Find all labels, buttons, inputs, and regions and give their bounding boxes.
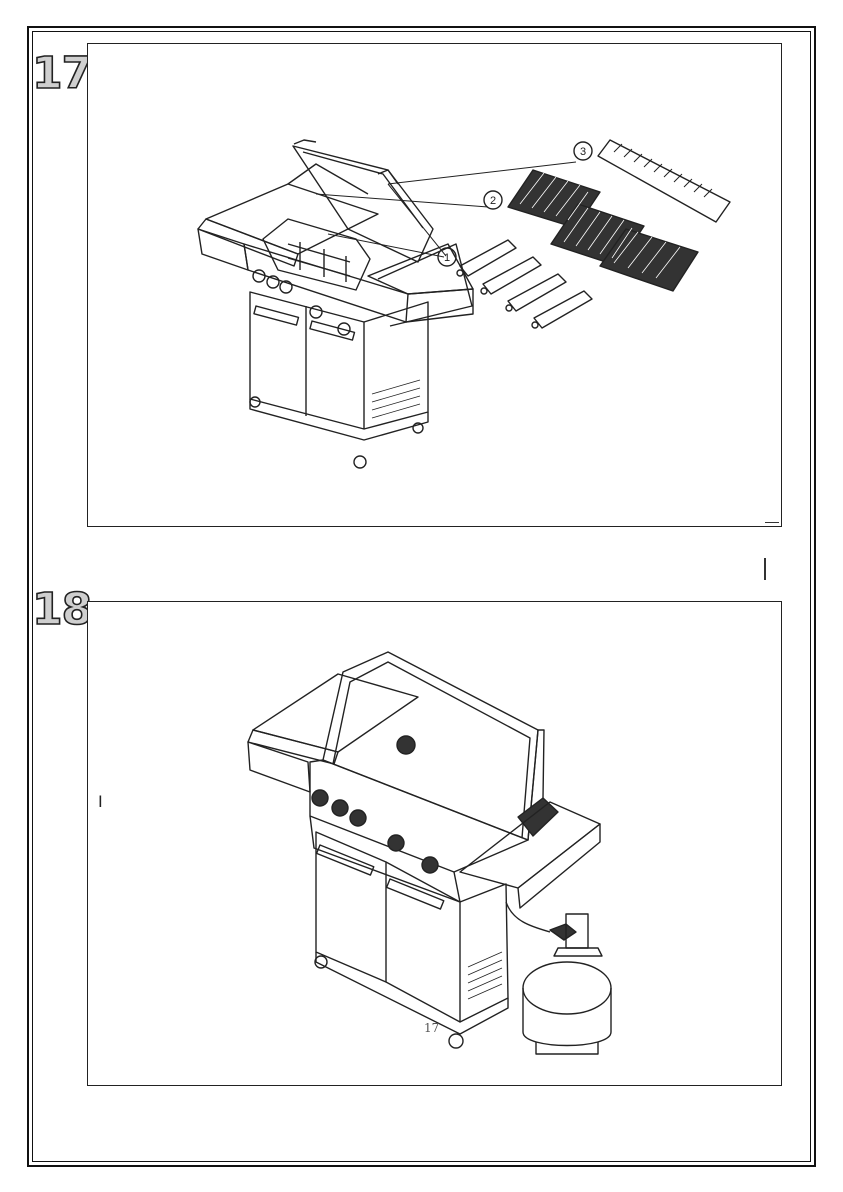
callout-number-3: 3 (580, 146, 586, 158)
callout-number-1: 1 (444, 252, 450, 264)
left-side-table (248, 674, 418, 792)
grill-assembled-drawing (88, 602, 783, 1087)
burner-tubes (457, 240, 592, 328)
grill-cart (315, 832, 508, 1048)
panel-corner-mark (765, 522, 779, 523)
stray-mark-text: I (98, 792, 103, 811)
cooking-grates (508, 170, 698, 291)
separator-mark (764, 558, 766, 580)
grill-control-panel (198, 184, 473, 335)
grill-control-panel (310, 760, 528, 902)
grill-exploded-drawing: 1 2 3 (88, 44, 783, 528)
page-number: 17 (424, 1021, 439, 1035)
step-18-illustration-panel (87, 601, 782, 1086)
step-17-number: 17 (32, 52, 91, 96)
propane-tank-and-hose (506, 902, 611, 1054)
right-side-table (460, 802, 600, 908)
warming-rack (598, 140, 730, 222)
grill-hood-open (263, 140, 433, 290)
callout-number-2: 2 (490, 195, 496, 207)
step-17-illustration-panel: 1 2 3 (87, 43, 782, 527)
grill-cart (250, 292, 428, 468)
step-18-number: 18 (32, 588, 91, 632)
